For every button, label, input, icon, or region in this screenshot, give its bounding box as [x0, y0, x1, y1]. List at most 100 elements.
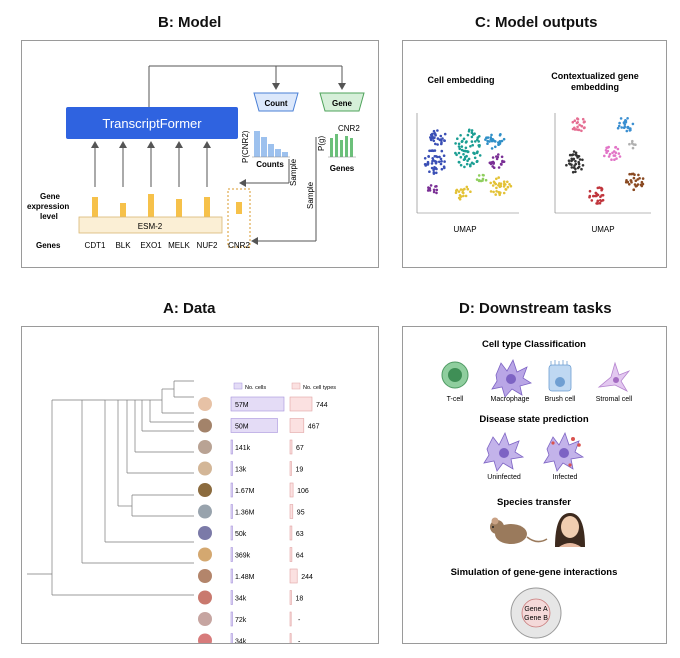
umap-point	[502, 160, 506, 163]
cell-type-label: Brush cell	[545, 396, 576, 403]
umap-point	[478, 144, 481, 147]
umap-point	[576, 154, 579, 158]
cells-value: 369k	[235, 553, 251, 560]
umap-point	[489, 190, 493, 193]
umap-point	[462, 149, 465, 153]
umap-point	[477, 174, 481, 177]
umap-point	[613, 158, 616, 161]
brush-cell-icon	[548, 360, 572, 392]
umap-point	[634, 179, 638, 183]
umap-point	[615, 157, 618, 160]
chicken-icon	[198, 461, 212, 476]
umap-point	[626, 180, 630, 184]
cell-types-value: -	[298, 639, 301, 644]
umap-point	[478, 135, 481, 138]
umap-point	[571, 158, 574, 162]
cell-types-bar	[289, 525, 293, 541]
umap-point	[457, 142, 461, 146]
cell-types-bar	[289, 504, 294, 519]
counts-axis-label: P(CNR2)	[241, 130, 250, 163]
mouse-icon	[198, 418, 212, 433]
umap-point	[424, 163, 428, 166]
umap-point	[577, 162, 581, 166]
cells-bar	[230, 568, 233, 584]
genes-top-label: CNR2	[338, 124, 360, 133]
macrophage-icon	[491, 359, 532, 398]
model-diagram: TranscriptFormer Count Gene P(CNR2) Coun…	[27, 65, 365, 250]
umap-point	[630, 142, 634, 145]
umap-point	[469, 190, 472, 193]
umap-point	[460, 145, 464, 148]
cell-embedding-title: Cell embedding	[427, 75, 494, 85]
uninfected-cell-icon	[483, 431, 525, 472]
umap-point	[440, 160, 443, 163]
umap-point	[638, 177, 641, 180]
umap-point	[599, 199, 602, 202]
cell-types-bar	[289, 418, 305, 433]
umap-point	[596, 186, 600, 190]
umap-point	[426, 160, 430, 164]
umap-point	[458, 161, 461, 164]
umap-point	[495, 155, 498, 158]
umap-point	[473, 156, 477, 160]
umap-point	[618, 155, 622, 158]
umap-point	[509, 184, 513, 188]
umap-point	[491, 184, 495, 187]
umap-point	[438, 160, 441, 164]
umap-point	[432, 139, 436, 143]
cell-type-label: Macrophage	[491, 396, 530, 403]
panel-d-tasks: Cell type Classification T-cell Macropha…	[402, 326, 667, 644]
umap-point	[457, 190, 461, 193]
umap-point	[477, 179, 481, 183]
cell-types-value: 467	[308, 424, 320, 431]
umap-point	[442, 154, 446, 157]
cell-types-value: 64	[296, 553, 304, 560]
downstream-tasks-diagram: Cell type Classification T-cell Macropha…	[441, 339, 633, 639]
umap-point	[494, 140, 497, 143]
umap-point	[570, 153, 574, 157]
umap-point	[472, 151, 475, 155]
umap-point	[432, 190, 436, 194]
counts-histogram	[252, 131, 290, 158]
lamprey-icon	[198, 569, 212, 583]
umap-point	[497, 153, 500, 156]
umap-point	[427, 187, 431, 191]
cells-value: 13k	[235, 467, 247, 474]
umap-point	[494, 193, 497, 196]
cells-bar	[230, 611, 233, 627]
panel-c-title: C: Model outputs	[475, 14, 598, 31]
umap-point	[578, 158, 582, 161]
umap-point	[581, 117, 585, 121]
umap-point	[598, 201, 602, 205]
cells-value: 72k	[235, 617, 247, 624]
umap-point	[439, 162, 443, 166]
umap-point	[468, 128, 471, 132]
umap-point	[433, 136, 436, 139]
umap-point	[502, 180, 506, 183]
gene-head-label: Gene	[332, 99, 353, 108]
umap-point	[435, 171, 438, 175]
umap-point	[568, 162, 572, 166]
t-cell-icon	[441, 361, 469, 389]
umap-point	[486, 139, 489, 143]
species-icons	[198, 397, 212, 648]
frog-icon	[198, 483, 212, 497]
genes-axis-label: P(g)	[317, 136, 326, 151]
umap-point	[639, 183, 643, 187]
state-label: Infected	[553, 474, 578, 481]
panel-b-title: B: Model	[158, 14, 222, 31]
umap-point	[456, 137, 459, 140]
gene-b-label: Gene B	[524, 615, 548, 622]
umap-point	[576, 117, 580, 121]
gene-name-masked: CNR2	[228, 241, 250, 250]
cell-types-bar	[289, 547, 293, 562]
umap-point	[492, 162, 495, 165]
umap-point	[433, 167, 436, 170]
esm2-label: ESM-2	[138, 222, 163, 231]
umap-point	[465, 185, 469, 189]
gene-name: BLK	[115, 241, 131, 250]
transcriptformer-label: TranscriptFormer	[102, 116, 202, 131]
cells-bar	[230, 396, 285, 412]
umap-point	[605, 146, 608, 150]
gene-name: CDT1	[85, 241, 106, 250]
